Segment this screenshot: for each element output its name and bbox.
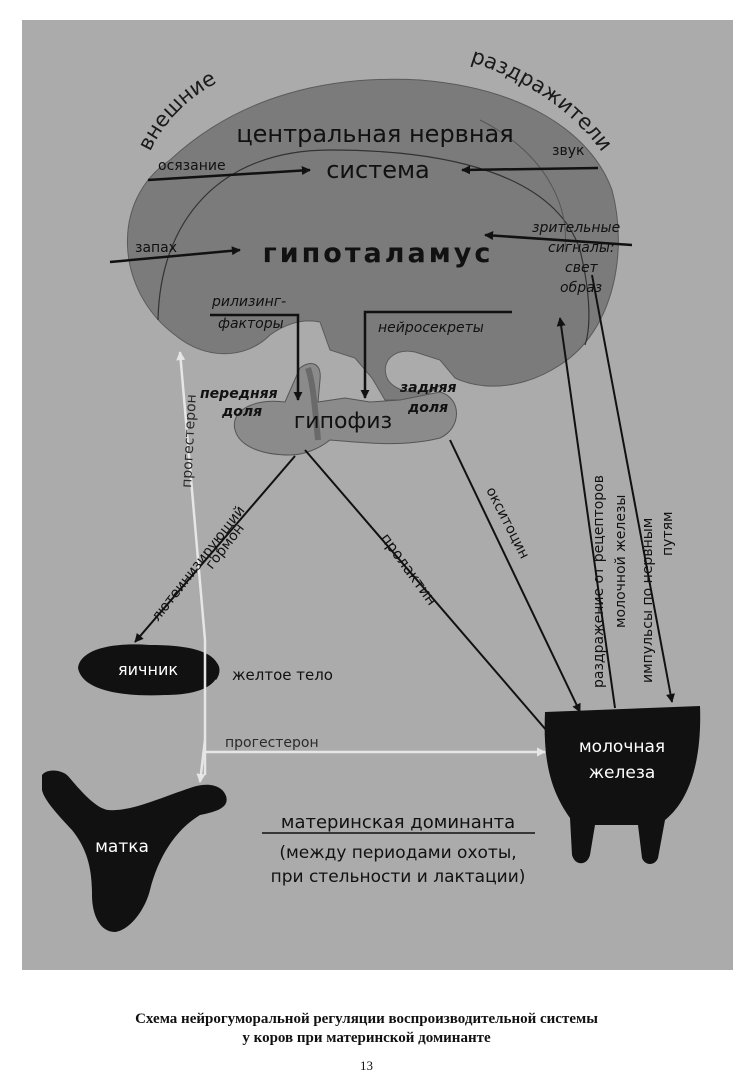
corpus-luteum-label: желтое тело [232, 666, 333, 684]
pituitary-stalk [305, 367, 321, 441]
hypothalamus-label: гипоталамус [263, 238, 494, 269]
smell-label: запах [135, 240, 177, 256]
pituitary-label: гипофиз [294, 409, 393, 434]
figure-caption: Схема нейрогуморальной регуляции воспрои… [0, 1010, 733, 1048]
corpus-luteum-shape [211, 660, 220, 680]
releasing-label-2: факторы [218, 316, 284, 332]
receptor-arrow [556, 317, 616, 709]
anterior-lobe-label-1: передняя [200, 386, 278, 402]
neurosecretion-arrow [360, 310, 512, 399]
smell-arrow [109, 246, 241, 264]
cns-title-line2: система [326, 156, 430, 184]
receptor-label-1: раздражение от рецепторов [591, 475, 607, 688]
uterus-label: матка [95, 837, 149, 857]
uterus-shape [42, 770, 227, 932]
page-number: 13 [360, 1058, 373, 1073]
pituitary-shape [233, 363, 457, 456]
dominant-line-3: при стельности и лактации) [271, 867, 526, 887]
posterior-lobe-label-2: доля [407, 400, 448, 416]
visual-arrow [484, 231, 633, 247]
receptor-label-2: молочной железы [613, 495, 629, 628]
sound-label: звук [552, 143, 584, 159]
anterior-lobe-label-2: доля [221, 404, 262, 420]
ovary-shape [78, 644, 219, 696]
cns-inner-arc [479, 119, 567, 251]
progesterone-uterus-arrow [196, 739, 207, 783]
releasing-label-1: рилизинг- [211, 294, 286, 310]
impulses-label-1: импульсы по нервным [640, 518, 656, 683]
oxytocin-arrow [449, 439, 581, 713]
brain-shape [127, 78, 619, 401]
mammary-shape [544, 706, 701, 864]
progesterone-vertical-label: прогестерон [179, 394, 200, 488]
cns-title-line1: центральная нервная [236, 120, 513, 148]
touch-label: осязание [158, 158, 226, 174]
dominant-line-2: (между периодами охоты, [279, 843, 516, 863]
impulses-arrow [591, 274, 675, 703]
neurosecretion-label: нейросекреты [378, 320, 484, 336]
ovary-label: яичник [118, 660, 178, 679]
visual-label-2: сигналы: [548, 240, 615, 256]
lh-arrow [134, 455, 296, 643]
impulses-label-2: путям [660, 511, 676, 556]
progesterone-horizontal-label: прогестерон [225, 735, 319, 751]
visual-label-4: образ [560, 280, 602, 296]
mammary-label-2: железа [589, 763, 656, 783]
hypothalamus-arc [157, 149, 590, 346]
sound-arrow [461, 165, 599, 175]
progesterone-up-arrow [176, 351, 207, 775]
visual-label-1: зрительные [532, 220, 620, 236]
prolactin-arrow [304, 449, 554, 739]
touch-arrow [147, 166, 311, 182]
caption-line-1: Схема нейрогуморальной регуляции воспрои… [135, 1011, 598, 1027]
mammary-label-1: молочная [579, 737, 665, 757]
releasing-arrow [210, 313, 303, 401]
caption-line-2: у коров при материнской доминанте [242, 1030, 491, 1046]
posterior-lobe-label-1: задняя [399, 380, 457, 396]
visual-label-3: свет [565, 260, 599, 276]
dominant-title: материнская доминанта [281, 812, 515, 833]
